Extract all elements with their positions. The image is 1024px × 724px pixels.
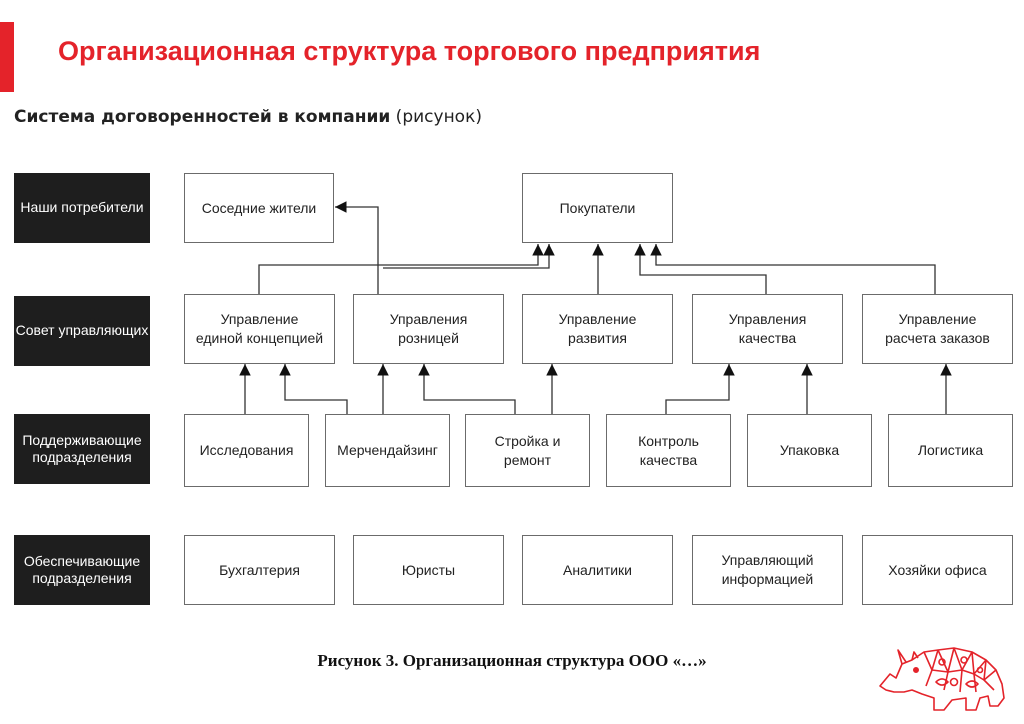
connector-concept-buyers bbox=[258, 244, 544, 294]
box-quality-control: Контроль качества bbox=[606, 414, 731, 487]
box-lawyers: Юристы bbox=[353, 535, 504, 605]
row-label-council: Совет управляющих bbox=[14, 296, 150, 366]
box-buyers: Покупатели bbox=[522, 173, 673, 243]
diagram-subtitle: Система договоренностей в компании (рису… bbox=[14, 107, 482, 127]
row-label-service: Обеспечивающие подразделения bbox=[14, 535, 150, 605]
subtitle-rest: (рисунок) bbox=[390, 107, 482, 127]
box-packaging: Упаковка bbox=[747, 414, 872, 487]
box-concept-management: Управление единой концепцией bbox=[184, 294, 335, 364]
connector-retail-buyers bbox=[383, 244, 555, 269]
box-accounting: Бухгалтерия bbox=[184, 535, 335, 605]
row-label-consumers: Наши потребители bbox=[14, 173, 150, 243]
connector-construction-retail bbox=[418, 364, 516, 414]
box-logistics: Логистика bbox=[888, 414, 1013, 487]
box-info-manager: Управляющий информацией bbox=[692, 535, 843, 605]
accent-bar bbox=[0, 22, 14, 92]
box-quality-management: Управления качества bbox=[692, 294, 843, 364]
page-title: Организационная структура торгового пред… bbox=[58, 36, 761, 66]
box-neighbors: Соседние жители bbox=[184, 173, 334, 243]
box-analysts: Аналитики bbox=[522, 535, 673, 605]
rhino-logo-icon bbox=[879, 647, 1005, 711]
connector-orders-buyers bbox=[650, 244, 936, 294]
row-label-support: Поддерживающие подразделения bbox=[14, 414, 150, 484]
box-development-management: Управление развития bbox=[522, 294, 673, 364]
connector-merch-concept bbox=[279, 364, 348, 414]
box-research: Исследования bbox=[184, 414, 309, 487]
subtitle-bold: Система договоренностей в компании bbox=[14, 107, 391, 127]
box-merchandising: Мерчендайзинг bbox=[325, 414, 450, 487]
box-construction: Стройка и ремонт bbox=[465, 414, 590, 487]
connector-quality-buyers bbox=[634, 244, 767, 294]
box-office-managers: Хозяйки офиса bbox=[862, 535, 1013, 605]
connector-quality-control-quality bbox=[665, 364, 735, 414]
figure-caption: Рисунок 3. Организационная структура ООО… bbox=[317, 651, 707, 670]
box-orders-management: Управление расчета заказов bbox=[862, 294, 1013, 364]
box-retail-management: Управления розницей bbox=[353, 294, 504, 364]
connector-retail-neighbors bbox=[335, 201, 379, 294]
